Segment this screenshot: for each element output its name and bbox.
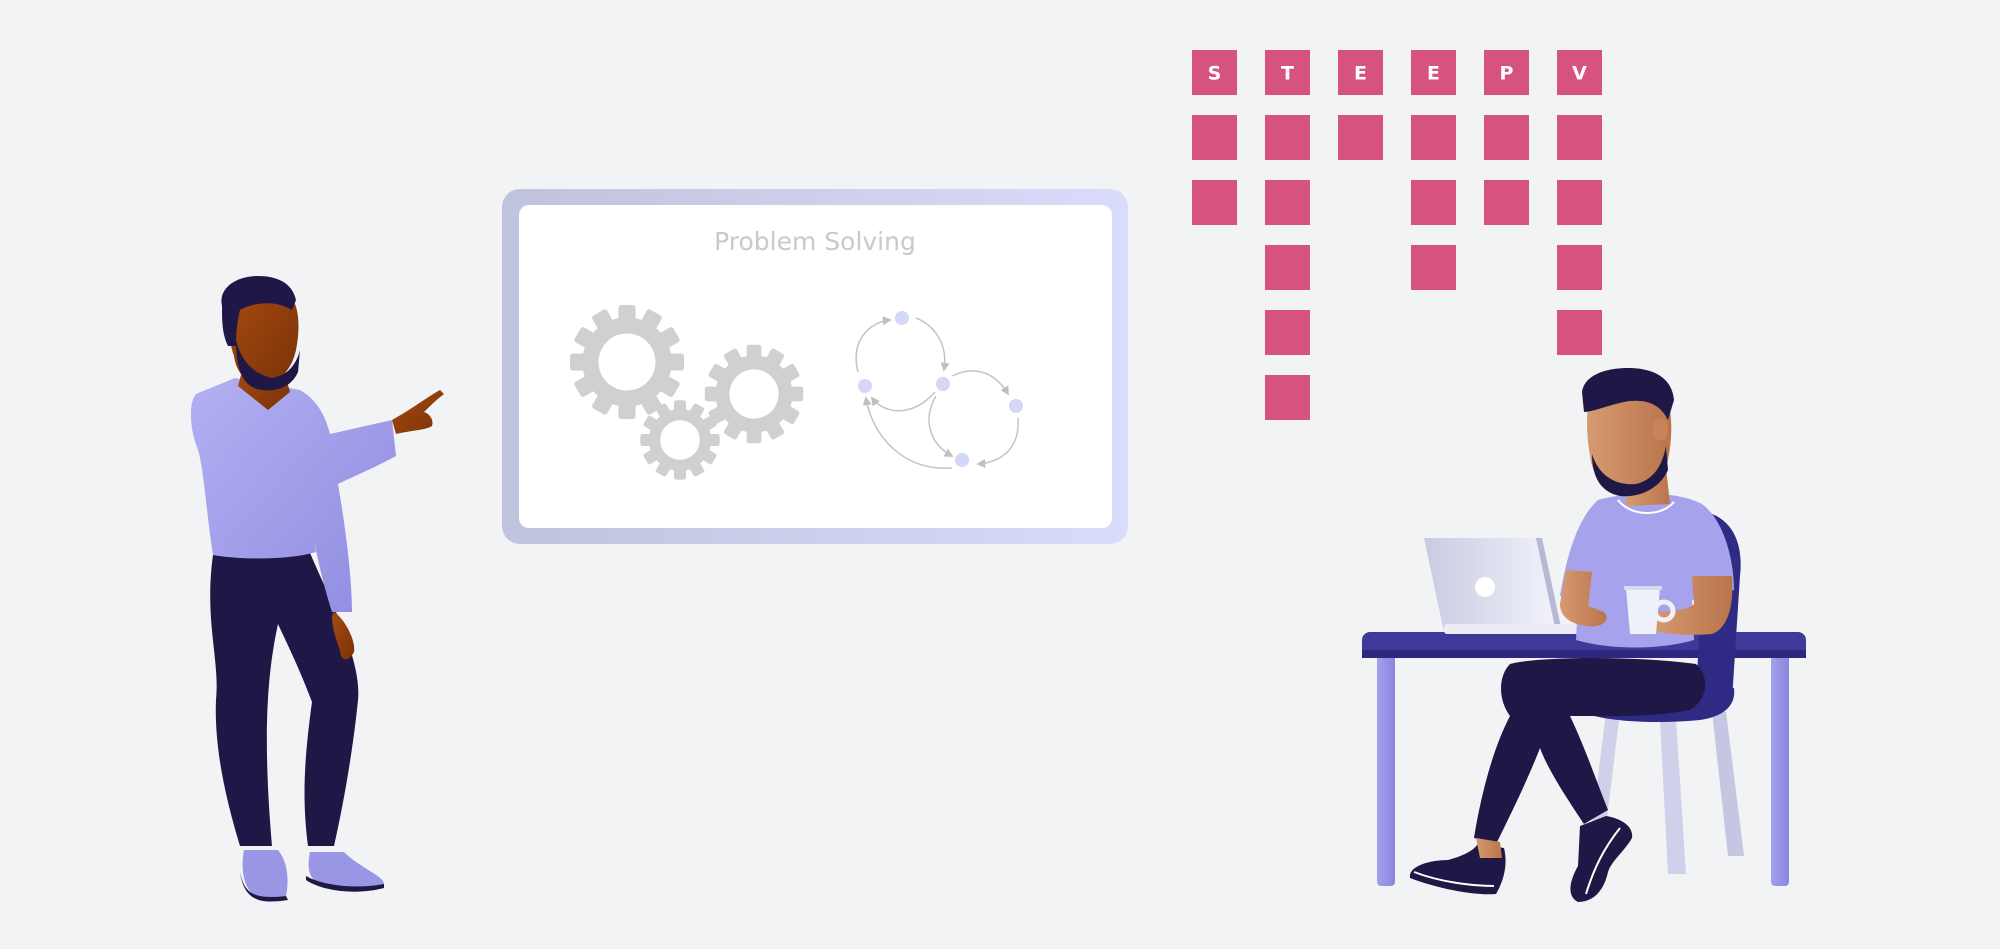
coffee-mug-icon [1624, 586, 1676, 634]
step-letter: E [1427, 63, 1440, 85]
laptop-edge [1536, 538, 1562, 632]
presenter-legs [210, 553, 359, 846]
step-column: E [1338, 50, 1383, 160]
step-tile [1265, 310, 1310, 355]
seated-right-shoe [1570, 816, 1633, 902]
apple-logo-icon [1475, 577, 1495, 597]
cycle-node [1009, 399, 1023, 413]
seated-ear [1652, 418, 1669, 441]
step-tile [1192, 115, 1237, 160]
step-tile [1265, 115, 1310, 160]
presenter-head [229, 290, 299, 384]
step-column: P [1484, 50, 1529, 225]
cycle-diagram-icon [855, 311, 1023, 469]
presenter-right-shoe [308, 852, 384, 889]
seated-beard [1592, 446, 1668, 497]
step-letter: T [1281, 63, 1294, 85]
presenter-figure [190, 276, 444, 902]
laptop-base [1444, 624, 1602, 634]
seated-pants [1474, 658, 1706, 844]
seated-figure [1409, 368, 1734, 902]
chair-leg-front [1660, 720, 1686, 874]
seated-left-shoe-stripe [1413, 871, 1495, 887]
step-tile [1557, 310, 1602, 355]
step-tile [1557, 245, 1602, 290]
desk-leg-left [1377, 654, 1395, 886]
seated-collar [1617, 499, 1675, 515]
seated-ankle [1476, 838, 1502, 858]
step-tile [1411, 50, 1456, 95]
desk-leg-right [1771, 654, 1789, 886]
board-title: Problem Solving [714, 227, 916, 256]
cycle-node [955, 453, 969, 467]
presenter-beard [236, 340, 300, 391]
step-tile [1484, 180, 1529, 225]
seated-head [1587, 382, 1672, 491]
step-tile [1192, 180, 1237, 225]
step-column: E [1411, 50, 1456, 290]
step-tile [1265, 50, 1310, 95]
step-column: S [1192, 50, 1237, 225]
step-letter: S [1208, 63, 1222, 85]
step-letter: E [1354, 63, 1367, 85]
presenter-left-shoe [242, 850, 288, 898]
whiteboard: Problem Solving [502, 189, 1128, 544]
cycle-node [895, 311, 909, 325]
seated-right-shoe-stripe [1585, 827, 1621, 895]
step-tile [1411, 245, 1456, 290]
gears-icon [570, 305, 804, 480]
cycle-node [936, 377, 950, 391]
step-column: T [1265, 50, 1310, 420]
step-tile [1338, 50, 1383, 95]
step-tile [1411, 180, 1456, 225]
step-tile [1265, 180, 1310, 225]
step-tile [1557, 115, 1602, 160]
step-tile [1557, 180, 1602, 225]
presenter-lower-hand [332, 612, 355, 660]
presenter-pointing-hand [392, 390, 444, 434]
step-tile [1411, 115, 1456, 160]
seated-hair [1582, 368, 1674, 420]
seated-left-arm [1560, 570, 1607, 627]
step-tile [1557, 50, 1602, 95]
step-column: V [1557, 50, 1602, 355]
step-tile [1265, 375, 1310, 420]
chair-leg-back [1712, 712, 1744, 856]
presenter-hair [221, 276, 296, 346]
step-tile [1484, 115, 1529, 160]
desk-top-underside [1362, 650, 1806, 658]
presenter-shirt [190, 378, 396, 612]
step-tile [1338, 115, 1383, 160]
presenter-shoe-sole [240, 872, 288, 902]
step-tile [1192, 50, 1237, 95]
desk [1362, 632, 1806, 886]
step-tile [1484, 50, 1529, 95]
step-tile [1265, 245, 1310, 290]
presenter-shoe-sole-right [306, 876, 384, 892]
laptop [1424, 538, 1602, 634]
step-letter: P [1500, 63, 1514, 85]
step-letter: V [1572, 63, 1587, 85]
cycle-node [858, 379, 872, 393]
